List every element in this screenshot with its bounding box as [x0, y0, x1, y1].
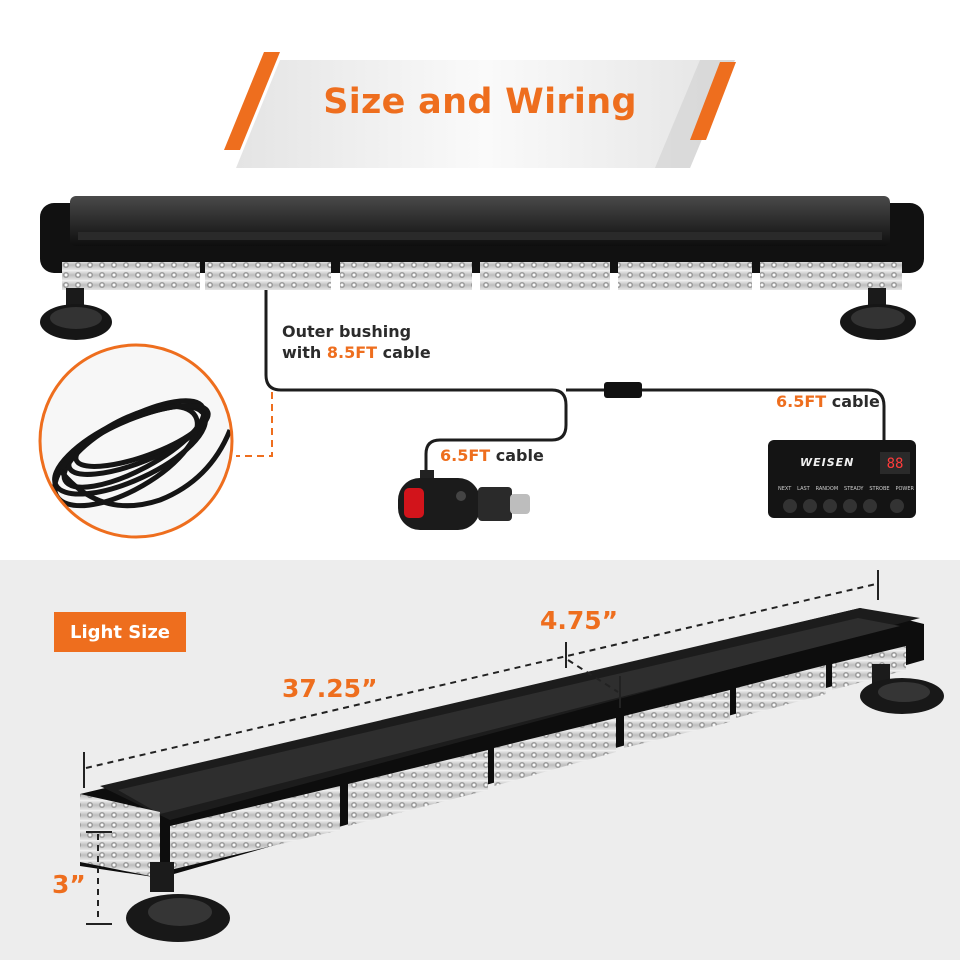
title-banner: [224, 52, 736, 168]
plug-cable-label: 6.5FT cable: [440, 446, 544, 465]
bushing-label-line2: with 8.5FT cable: [282, 343, 431, 362]
cable-connector: [604, 382, 642, 398]
controller-button-random: RANDOM: [815, 486, 839, 492]
wiring-cable: [264, 290, 886, 475]
controller-cable-label: 6.5FT cable: [776, 392, 880, 411]
light-bar-perspective: [80, 608, 944, 942]
plug-cable-suffix: cable: [490, 446, 544, 465]
controller-brand: WEISEN: [800, 456, 855, 469]
plug-cable-length: 6.5FT: [440, 446, 491, 465]
controller-button-labels: NEXT LAST RANDOM STEADY STROBE POWER: [778, 486, 914, 492]
controller-button-strobe: STROBE: [869, 486, 890, 492]
controller-button-steady: STEADY: [844, 486, 864, 492]
bushing-suffix: cable: [377, 343, 431, 362]
dimension-length-line: [83, 570, 879, 788]
controller-cable-suffix: cable: [826, 392, 880, 411]
bushing-label-line1: Outer bushing: [282, 322, 412, 341]
width-dimension: 4.75”: [540, 606, 619, 635]
light-bar-top: [40, 196, 924, 340]
controller-button-next: NEXT: [778, 486, 792, 492]
dimension-width-line: [565, 642, 621, 708]
controller-button-power: POWER: [895, 486, 914, 492]
height-dimension: 3”: [52, 870, 86, 899]
cigarette-plug: [398, 470, 530, 530]
bushing-length: 8.5FT: [326, 343, 378, 362]
page-title: Size and Wiring: [323, 82, 637, 122]
controller-display: 88: [886, 456, 904, 472]
length-dimension: 37.25”: [282, 674, 378, 703]
coil-leader-line: [236, 392, 273, 457]
bushing-prefix: with: [282, 343, 327, 362]
controller-cable-length: 6.5FT: [776, 392, 827, 411]
controller-box: [768, 440, 916, 518]
light-size-badge: Light Size: [54, 612, 186, 652]
controller-button-last: LAST: [797, 486, 810, 492]
coiled-cable-image: [38, 343, 234, 539]
dimension-height-line: [86, 831, 112, 925]
